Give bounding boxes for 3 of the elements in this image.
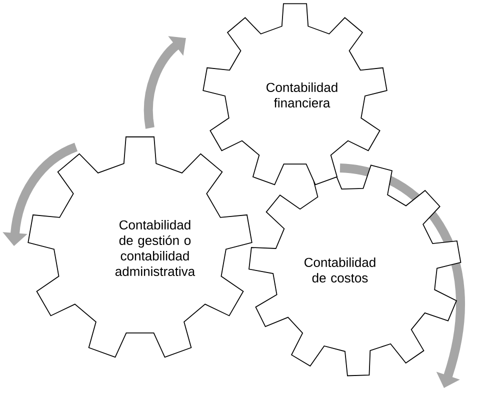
gear: Contabilidad de gestión o contabilidad administrativa: [28, 136, 252, 358]
gear: Contabilidad financiera: [202, 3, 388, 186]
gear: Contabilidad de costos: [248, 164, 462, 376]
